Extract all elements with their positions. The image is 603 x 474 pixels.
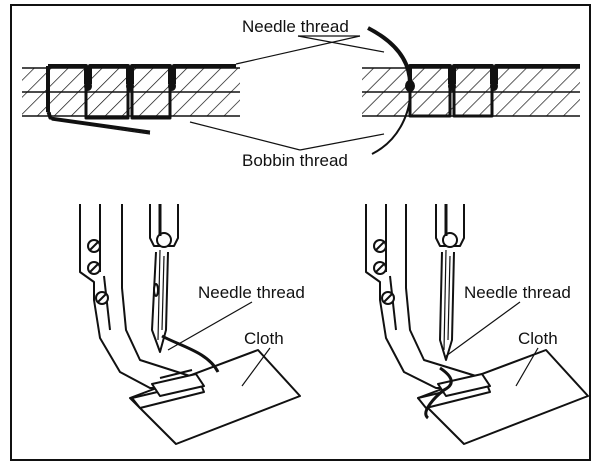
fabric-layers-right (362, 67, 580, 117)
leader-lines-bottom (167, 301, 539, 387)
label-needle-thread-top: Needle thread (242, 17, 349, 36)
needle-thread-stitches-right (367, 26, 580, 85)
needle-right (435, 204, 465, 361)
label-bobbin-thread-top: Bobbin thread (242, 151, 348, 170)
leader-lines-top (189, 35, 385, 151)
needle-thread-right (424, 204, 453, 420)
needle-left (149, 204, 179, 353)
stitch-loops-right (405, 80, 498, 92)
presser-foot-right (365, 204, 589, 445)
label-cloth-left: Cloth (244, 329, 284, 348)
bobbin-thread-stitches-right (371, 85, 494, 155)
bobbin-thread-stitches-left (46, 86, 172, 135)
presser-foot-left (79, 204, 301, 445)
needle-thread-left (157, 204, 220, 373)
label-cloth-right: Cloth (518, 329, 558, 348)
stitch-loops-left (84, 81, 176, 91)
label-needle-thread-left: Needle thread (198, 283, 305, 302)
needle-thread-stitches-left (46, 64, 236, 112)
label-needle-thread-right: Needle thread (464, 283, 571, 302)
